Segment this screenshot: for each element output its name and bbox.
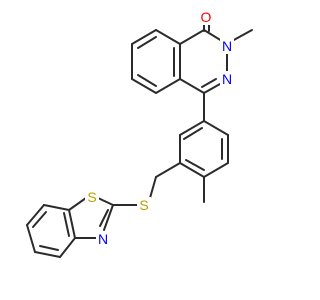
- atom-nitrogen-1-bg: [220, 38, 234, 54]
- atom-label-layer: O N N S S N: [85, 9, 234, 247]
- atom-sulfur-thioether-bg: [137, 197, 151, 213]
- atom-nitrogen-2-label: N: [222, 71, 232, 87]
- bond-ar1-ar2: [179, 120, 205, 136]
- bond-c5-c4: [34, 251, 61, 258]
- atom-nitrogen-3: N: [96, 231, 110, 247]
- atom-oxygen-bg: [199, 9, 213, 25]
- atom-sulfur-thioether: S: [137, 197, 151, 213]
- bond-c4-c4a: [179, 78, 205, 94]
- bond-c7a-c7: [43, 204, 70, 211]
- bond-c6-c5-double: [137, 74, 157, 87]
- bond-ar3-ch2: [155, 162, 181, 178]
- bond-c2-n3: [103, 204, 114, 231]
- bond-n2-methyl: [231, 29, 253, 42]
- bond-c2-n3-double: [99, 209, 109, 227]
- bond-ar6-ar1: [203, 120, 229, 136]
- molecule-diagram: O N N S S N: [26, 9, 253, 258]
- bond-c3a-c7a-double: [63, 212, 70, 237]
- bond-c4-c3a: [59, 237, 76, 258]
- bond-ar3-ar4-double: [185, 159, 205, 171]
- bond-n3-c4-double: [201, 78, 217, 88]
- bond-c8a-c8: [155, 29, 181, 45]
- bond-s1-c7a: [68, 197, 87, 211]
- atom-sulfur-ring-label: S: [87, 189, 96, 205]
- atom-nitrogen-2: N: [220, 71, 234, 87]
- bond-c6-c5: [131, 78, 157, 94]
- atom-oxygen: O: [199, 9, 213, 25]
- bond-ch2-s: [149, 176, 157, 199]
- bond-ar1-ar2-double: [183, 127, 203, 140]
- atom-nitrogen-3-bg: [96, 231, 110, 247]
- bond-c7-c6: [26, 204, 45, 226]
- atom-sulfur-thioether-label: S: [139, 197, 148, 213]
- bond-c8-c7: [131, 29, 157, 45]
- bond-c8a-c1: [179, 29, 205, 45]
- atom-nitrogen-2-bg: [220, 71, 234, 87]
- bond-n3-c4: [203, 83, 221, 94]
- bond-c1-n2: [203, 29, 223, 42]
- atom-nitrogen-1-label: N: [222, 38, 232, 54]
- atom-sulfur-ring-bg: [85, 189, 99, 205]
- bond-c3a-c7a: [68, 209, 76, 239]
- bond-c2-s1: [97, 197, 114, 206]
- bond-c7-c6-double: [32, 211, 47, 228]
- bond-layer: [26, 17, 253, 258]
- bond-ar3-ar4: [179, 162, 205, 178]
- bond-c8-c7-double: [137, 36, 157, 49]
- atom-sulfur-ring: S: [85, 189, 99, 205]
- bond-ar4-ar5: [203, 162, 229, 178]
- bond-c6-c5: [26, 224, 36, 253]
- atom-nitrogen-1: N: [220, 38, 234, 54]
- atom-oxygen-label: O: [201, 9, 212, 25]
- atom-nitrogen-3-label: N: [98, 231, 108, 247]
- bond-c5-c4-double: [39, 245, 59, 251]
- bond-c5-c4a: [155, 78, 181, 94]
